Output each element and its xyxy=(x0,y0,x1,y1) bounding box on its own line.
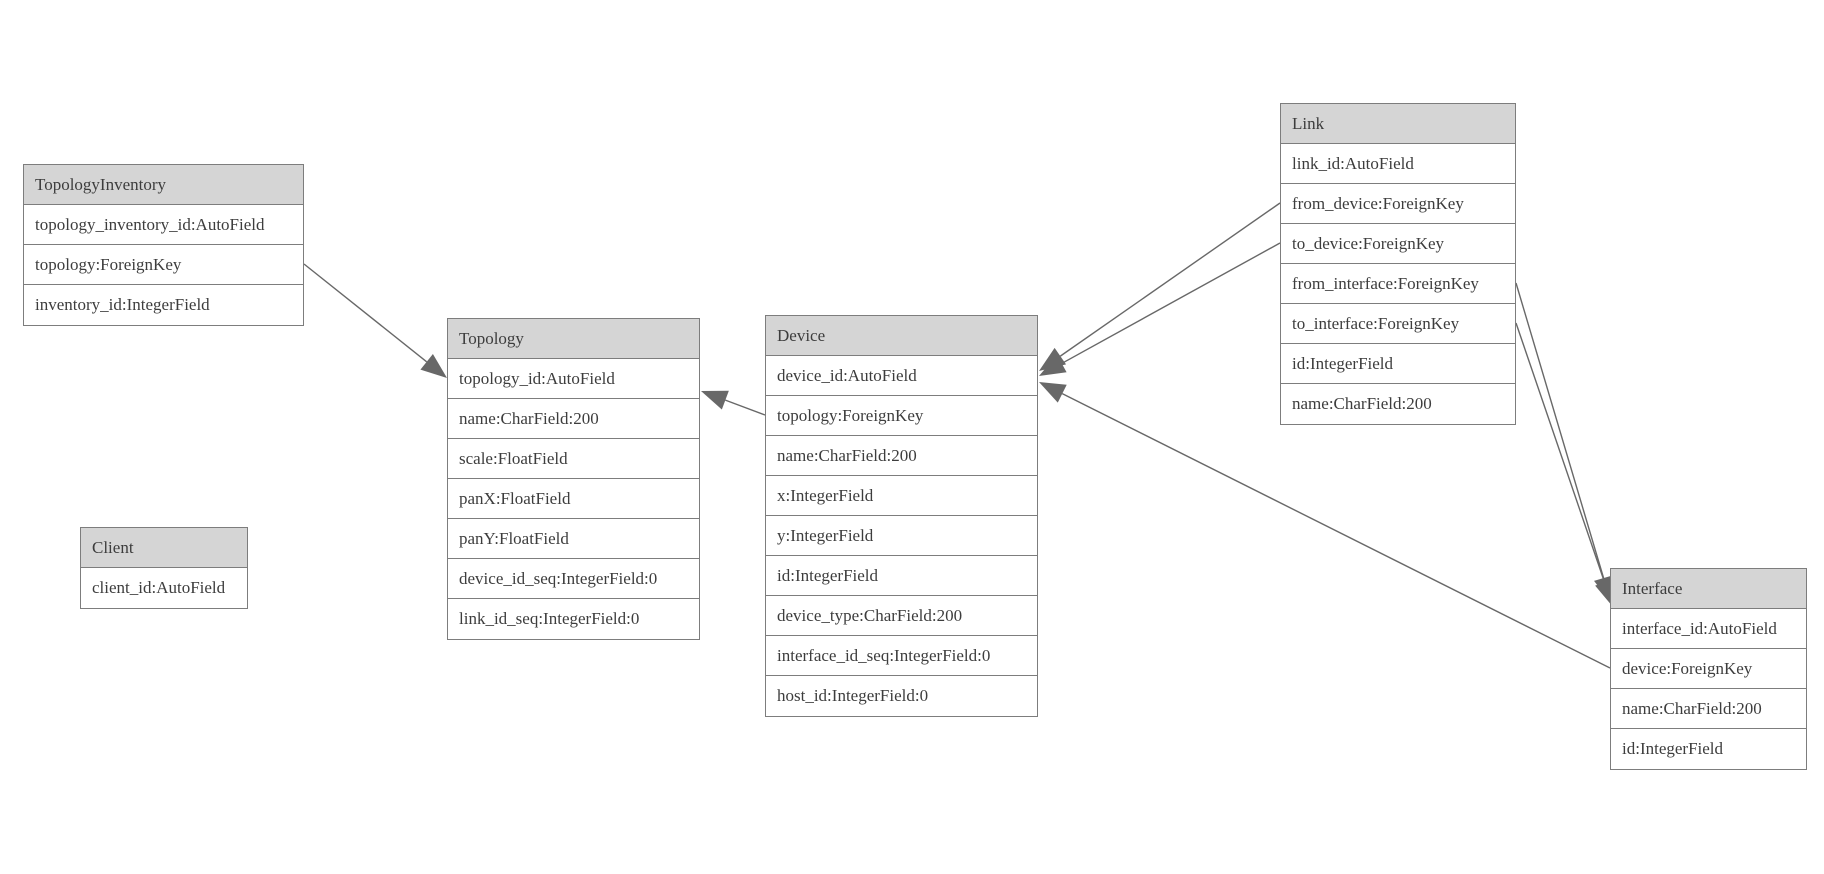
entity-field-row: to_device:ForeignKey xyxy=(1281,224,1515,264)
entity-field-row: link_id_seq:IntegerField:0 xyxy=(459,609,640,628)
arrowhead-icon xyxy=(1039,382,1067,403)
arrowhead-icon xyxy=(701,390,729,410)
entity-fields: client_id:AutoField xyxy=(81,568,247,608)
entity-field-row: interface_id:AutoField xyxy=(1611,609,1806,649)
entity-field-row: id:IntegerField xyxy=(1622,739,1724,758)
entity-title-interface: Interface xyxy=(1611,569,1806,609)
entity-field-row: y:IntegerField xyxy=(766,516,1037,556)
entity-field-row: link_id:AutoField xyxy=(1281,144,1515,184)
relation-line xyxy=(1059,202,1281,357)
entity-title-topology_inventory: TopologyInventory xyxy=(24,165,303,205)
relation-line xyxy=(303,263,428,363)
entity-field-row: name:CharField:200 xyxy=(1611,689,1806,729)
entity-field-row: name:CharField:200 xyxy=(766,436,1037,476)
arrowhead-icon xyxy=(1039,354,1067,376)
entity-field-row: panX:FloatField xyxy=(448,479,699,519)
entity-field-row: to_interface:ForeignKey xyxy=(1281,304,1515,344)
entity-field-row: topology_inventory_id:AutoField xyxy=(24,205,303,245)
entity-field-row: name:CharField:200 xyxy=(448,399,699,439)
entity-field-row: device:ForeignKey xyxy=(1611,649,1806,689)
entity-title-client: Client xyxy=(81,528,247,568)
entity-field-row: name:CharField:200 xyxy=(1292,394,1432,413)
entity-field-row: id:IntegerField xyxy=(766,556,1037,596)
entity-field-row: panY:FloatField xyxy=(448,519,699,559)
relation-line xyxy=(1515,282,1605,579)
entity-field-row: interface_id_seq:IntegerField:0 xyxy=(766,636,1037,676)
entity-title-topology: Topology xyxy=(448,319,699,359)
entity-field-row: inventory_id:IntegerField xyxy=(35,295,210,314)
entity-field-row: device_id_seq:IntegerField:0 xyxy=(448,559,699,599)
entity-field-row: topology_id:AutoField xyxy=(448,359,699,399)
arrowhead-icon xyxy=(1039,347,1067,371)
entity-field-row: host_id:IntegerField:0 xyxy=(777,686,929,705)
entity-field-row: id:IntegerField xyxy=(1281,344,1515,384)
entity-table-client: Client client_id:AutoField xyxy=(80,527,248,609)
entity-field-row: client_id:AutoField xyxy=(92,578,226,597)
entity-field-row: device_id:AutoField xyxy=(766,356,1037,396)
entity-title-link: Link xyxy=(1281,104,1515,144)
relation-line xyxy=(1515,322,1606,583)
relation-line xyxy=(1061,242,1281,365)
entity-field-row: device_type:CharField:200 xyxy=(766,596,1037,636)
entity-field-row: x:IntegerField xyxy=(766,476,1037,516)
relation-line xyxy=(1061,393,1611,669)
entity-field-row: topology:ForeignKey xyxy=(766,396,1037,436)
entity-field-row: scale:FloatField xyxy=(448,439,699,479)
entity-field-row: topology:ForeignKey xyxy=(24,245,303,285)
relation-line xyxy=(725,399,766,416)
arrowhead-icon xyxy=(420,353,447,378)
entity-table-topology_inventory: TopologyInventory topology_inventory_id:… xyxy=(23,164,304,326)
entity-field-row: from_interface:ForeignKey xyxy=(1281,264,1515,304)
entity-field-row: from_device:ForeignKey xyxy=(1281,184,1515,224)
entity-title-device: Device xyxy=(766,316,1037,356)
